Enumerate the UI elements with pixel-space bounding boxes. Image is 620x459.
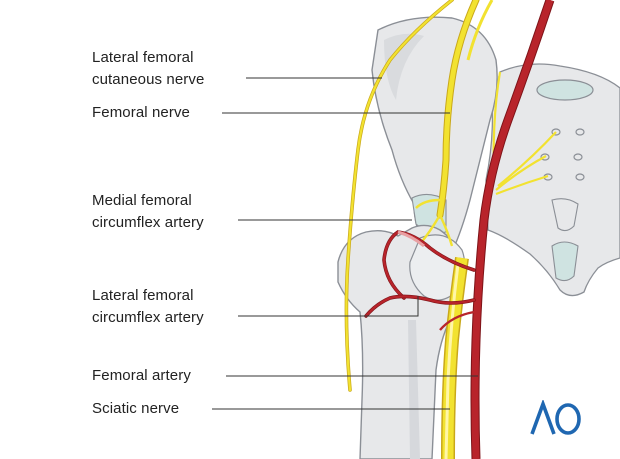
ao-logo xyxy=(530,400,581,435)
femoral-nerve-fill xyxy=(437,0,479,218)
label-line-1: Lateral femoral xyxy=(92,49,194,66)
sacral-promontory xyxy=(536,79,594,101)
femoral-nerve-upper-branch xyxy=(466,0,494,61)
mfca-faint-branch xyxy=(397,230,425,248)
label-femoral-artery: Femoral artery xyxy=(92,367,191,384)
leader-lateral-femoral-circumflex-artery xyxy=(238,296,419,317)
label-line-2: circumflex artery xyxy=(92,214,204,231)
label-lateral-femoral-cutaneous-nerve: Lateral femoral cutaneous nerve xyxy=(92,47,204,91)
ilium-crest-shade xyxy=(384,33,424,100)
femur-shaft-shade xyxy=(408,320,420,459)
label-femoral-nerve: Femoral nerve xyxy=(92,104,191,121)
lfcn-fill xyxy=(345,0,454,392)
femoral-artery-fill xyxy=(471,0,554,459)
lfca-fill xyxy=(364,295,476,318)
label-lateral-femoral-circumflex-artery: Lateral femoral circumflex artery xyxy=(92,285,204,329)
coccyx xyxy=(551,198,579,232)
pubic-symphysis xyxy=(551,241,579,282)
lfca-descending-branch xyxy=(439,310,475,331)
label-line-2: cutaneous nerve xyxy=(92,71,205,88)
label-sciatic-nerve: Sciatic nerve xyxy=(92,400,180,417)
label-medial-femoral-circumflex-artery: Medial femoral circumflex artery xyxy=(92,190,204,234)
sacrum-bone xyxy=(485,63,620,297)
label-line-2: circumflex artery xyxy=(92,309,204,326)
leader-lines xyxy=(212,77,478,410)
label-line-1: Lateral femoral xyxy=(92,287,194,304)
label-line-1: Medial femoral xyxy=(92,192,192,209)
